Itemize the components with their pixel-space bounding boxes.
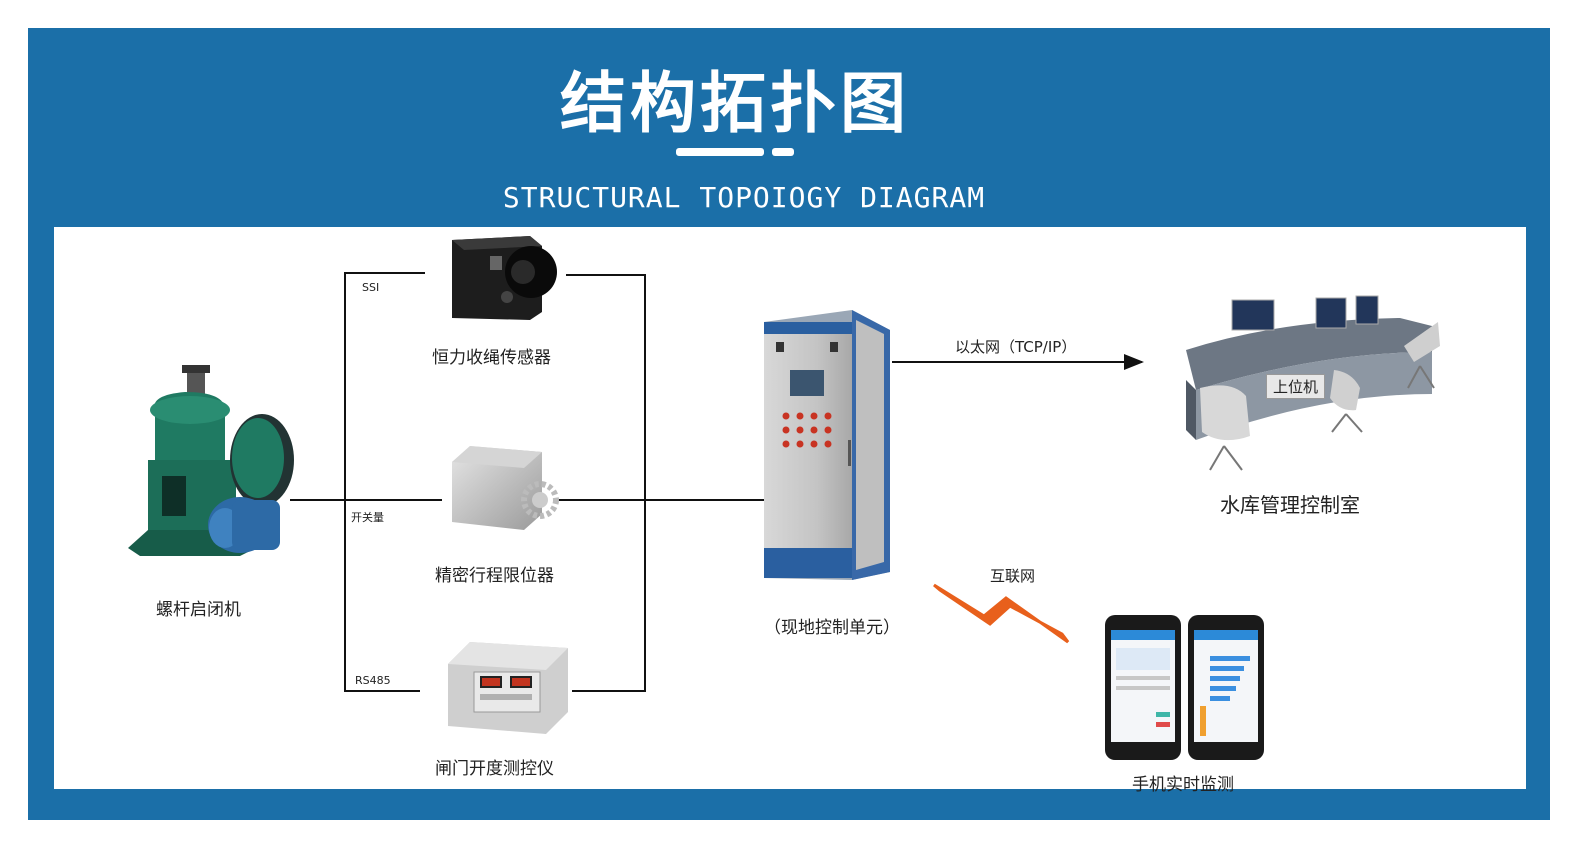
connection-lines xyxy=(290,272,1144,692)
control-unit-label: （现地控制单元） xyxy=(764,618,900,638)
sensor-return-line xyxy=(566,274,646,692)
title-underline-dot xyxy=(772,148,794,156)
internet-link-label: 互联网 xyxy=(990,567,1036,585)
ethernet-link-label: 以太网（TCP/IP） xyxy=(955,338,1077,356)
internet-lightning-icon xyxy=(933,583,1070,644)
rs485-link-label: RS485 xyxy=(355,674,391,687)
control-cabinet-icon xyxy=(764,310,890,580)
control-room-label: 水库管理控制室 xyxy=(1220,493,1360,517)
title-underline xyxy=(676,148,764,156)
limit-switch-icon xyxy=(452,446,559,530)
limit-switch-label: 精密行程限位器 xyxy=(435,566,554,586)
switch-signal-link-label: 开关量 xyxy=(351,511,384,524)
rope-sensor-label: 恒力收绳传感器 xyxy=(432,348,551,368)
hoist-machine-icon xyxy=(128,365,294,556)
hoist-label: 螺杆启闭机 xyxy=(156,600,241,620)
gate-meter-label: 闸门开度测控仪 xyxy=(435,759,554,779)
rope-sensor-icon xyxy=(452,236,557,320)
mobile-phones-icon xyxy=(1105,615,1264,760)
host-pc-tag: 上位机 xyxy=(1266,374,1326,399)
gate-meter-icon xyxy=(448,642,568,734)
ssi-link-label: SSI xyxy=(362,281,380,294)
sensor-bus-line xyxy=(344,272,425,692)
mobile-label: 手机实时监测 xyxy=(1132,775,1234,795)
page-subtitle: STRUCTURAL TOPOIOGY DIAGRAM xyxy=(502,181,986,214)
page-title: 结构拓扑图 xyxy=(560,65,910,142)
control-room-icon xyxy=(1186,295,1440,471)
